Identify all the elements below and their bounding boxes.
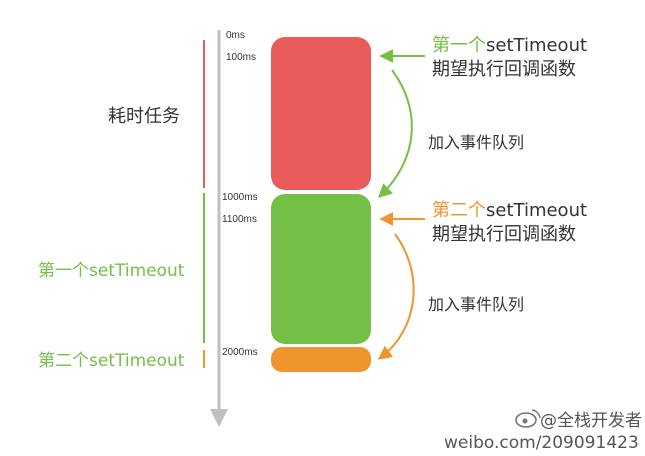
first-enqueue-label: 加入事件队列	[428, 133, 524, 152]
tick-0ms: 0ms	[226, 30, 245, 41]
second-timeout-expect-line1: 第二个setTimeout	[432, 200, 587, 221]
long-task-label: 耗时任务	[108, 106, 180, 127]
weibo-logo-icon	[515, 409, 541, 428]
second-enqueue-arrow	[377, 233, 415, 360]
first-timeout-block	[271, 194, 371, 344]
second-timeout-block	[271, 347, 371, 372]
first-timeout-label: 第一个setTimeout	[38, 261, 185, 281]
tick-1100ms: 1100ms	[222, 214, 257, 225]
second-timeout-label: 第二个setTimeout	[38, 351, 185, 371]
watermark-handle: @全栈开发者	[540, 411, 642, 431]
watermark-url: weibo.com/209091423	[444, 433, 639, 453]
long-task-block	[271, 37, 371, 190]
first-timeout-expect-line1: 第一个setTimeout	[432, 35, 587, 56]
tick-1000ms: 1000ms	[222, 192, 258, 203]
second-enqueue-label: 加入事件队列	[428, 295, 524, 314]
first-timeout-expect-line2: 期望执行回调函数	[432, 59, 576, 80]
tick-100ms: 100ms	[226, 52, 256, 63]
tick-2000ms: 2000ms	[222, 347, 258, 358]
second-timeout-expect-line2: 期望执行回调函数	[432, 224, 576, 245]
first-enqueue-arrow	[377, 69, 413, 198]
